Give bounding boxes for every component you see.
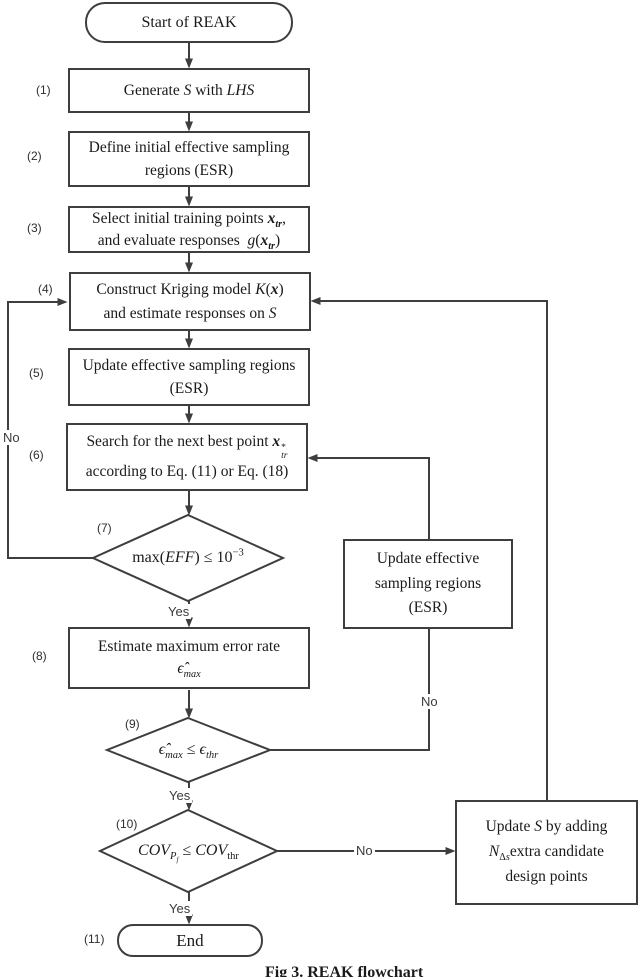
figure-caption: Fig 3. REAK flowchart bbox=[265, 964, 424, 977]
diamond-cov-check bbox=[97, 808, 280, 894]
error-decision-label: ϵ̂max ≤ ϵthr bbox=[158, 741, 219, 762]
error-decision-text: ϵ̂max ≤ ϵthr bbox=[107, 718, 270, 782]
cov-decision-label: COVPf ≤ COVthr bbox=[138, 841, 239, 865]
step-label-5: (5) bbox=[29, 366, 44, 380]
start-label: Start of REAK bbox=[141, 13, 237, 31]
edge-esr-side-to-search bbox=[307, 454, 430, 539]
edge-label-eff-no: No bbox=[1, 430, 22, 445]
construct-kriging-label: Construct Kriging model K(x)and estimate… bbox=[96, 281, 284, 322]
cov-decision-text: COVPf ≤ COVthr bbox=[100, 810, 277, 892]
construct-kriging-node: Construct Kriging model K(x)and estimate… bbox=[69, 272, 311, 331]
step-label-10: (10) bbox=[116, 817, 138, 831]
edge-updates-to-kriging bbox=[310, 297, 548, 800]
edge-label-eff-yes: Yes bbox=[166, 604, 192, 619]
update-esr-label: Update effective sampling regions(ESR) bbox=[82, 356, 296, 397]
diamond-error-check bbox=[104, 716, 273, 784]
step-label-7: (7) bbox=[97, 521, 112, 535]
generate-s-node: Generate S with LHS bbox=[68, 68, 310, 113]
edge-label-error-no: No bbox=[419, 694, 440, 709]
generate-s-label: Generate S with LHS bbox=[123, 81, 255, 99]
end-label: End bbox=[176, 930, 204, 950]
step-label-3: (3) bbox=[27, 221, 42, 235]
step-label-2: (2) bbox=[27, 149, 42, 163]
step-label-11: (11) bbox=[84, 932, 105, 946]
update-esr-node: Update effective sampling regions(ESR) bbox=[68, 348, 310, 406]
edge-label-error-yes: Yes bbox=[167, 788, 193, 803]
edge-label-cov-no: No bbox=[354, 843, 375, 858]
step-label-6: (6) bbox=[29, 448, 44, 462]
edge-error-no-to-esr-side bbox=[270, 629, 430, 751]
step-label-9: (9) bbox=[125, 717, 140, 731]
eff-decision-label: max(EFF) ≤ 10−3 bbox=[132, 547, 244, 566]
diamond-eff-check bbox=[90, 513, 286, 603]
end-node: End bbox=[117, 924, 263, 957]
step-label-1: (1) bbox=[36, 83, 51, 97]
step-label-4: (4) bbox=[38, 282, 53, 296]
start-node: Start of REAK bbox=[85, 2, 293, 43]
select-points-node: Select initial training points xtr,and e… bbox=[68, 206, 310, 253]
step-label-8: (8) bbox=[32, 649, 47, 663]
eff-decision-text: max(EFF) ≤ 10−3 bbox=[93, 515, 283, 601]
select-points-label: Select initial training points xtr,and e… bbox=[91, 209, 287, 252]
edge-label-cov-yes: Yes bbox=[167, 901, 193, 916]
